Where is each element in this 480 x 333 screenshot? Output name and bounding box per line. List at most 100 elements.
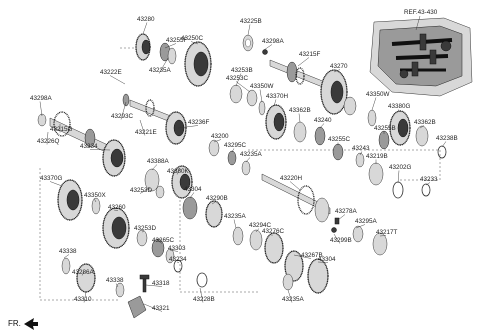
leader-line <box>425 182 431 186</box>
part-number-label[interactable]: 43200 <box>211 133 229 140</box>
part-number-label[interactable]: 43321 <box>152 305 170 312</box>
part-number-label[interactable]: 43334 <box>80 143 98 150</box>
gear-43370H <box>265 104 287 140</box>
part-number-label[interactable]: 43243 <box>352 145 370 152</box>
part-number-label[interactable]: 43286A <box>72 269 95 276</box>
part-number-label[interactable]: 43298A <box>30 95 53 102</box>
part-number-label[interactable]: 43236F <box>188 119 210 126</box>
bearing-43217T <box>372 232 388 256</box>
washer-43350X <box>91 197 101 215</box>
part-number-label[interactable]: 43253C <box>226 75 249 82</box>
part-number-label[interactable]: 43238B <box>436 135 458 142</box>
part-number-label[interactable]: 43221E <box>135 129 157 136</box>
bearing-43200 <box>208 139 220 157</box>
leader-line <box>289 181 301 191</box>
collar-43240 <box>314 126 326 146</box>
part-number-label[interactable]: 43255C <box>328 136 351 143</box>
part-number-label[interactable]: 43294C <box>249 222 272 229</box>
part-number-label[interactable]: 43350W <box>366 91 390 98</box>
part-number-label[interactable]: 43253B <box>231 67 253 74</box>
part-number-label[interactable]: 43290B <box>206 195 228 202</box>
part-number-label[interactable]: 43220H <box>280 175 303 182</box>
part-number-label[interactable]: 43388A <box>147 158 170 165</box>
leader-line <box>164 43 177 49</box>
part-number-label[interactable]: 43318 <box>152 280 170 287</box>
leader-line <box>259 89 263 103</box>
part-number-label[interactable]: 43219B <box>366 153 388 160</box>
part-number-label[interactable]: 43226Q <box>37 138 60 145</box>
bearing-43235A-c <box>282 273 294 291</box>
part-number-label[interactable]: 43250C <box>181 35 204 42</box>
part-number-label[interactable]: 43295C <box>224 142 247 149</box>
part-number-label[interactable]: 43293C <box>111 113 134 120</box>
leader-line <box>319 123 325 129</box>
part-number-label[interactable]: 43215G <box>50 126 73 133</box>
part-number-label[interactable]: 43276C <box>262 228 285 235</box>
leader-line <box>293 254 312 259</box>
ring-43228B <box>196 272 208 288</box>
front-direction-indicator: FR. <box>8 318 38 330</box>
part-number-label[interactable]: 43270 <box>330 63 348 70</box>
part-number-label[interactable]: 43310 <box>74 296 92 303</box>
transmission-reference-inset: REF.43-430 <box>369 9 473 97</box>
leader-line <box>169 249 179 252</box>
part-number-label[interactable]: 43304 <box>318 256 336 263</box>
part-number-label[interactable]: 43362B <box>289 107 311 114</box>
part-number-label[interactable]: 43350W <box>250 83 274 90</box>
part-number-label[interactable]: 43255F <box>166 37 188 44</box>
part-number-label[interactable]: 43299B <box>330 237 352 244</box>
leader-line <box>151 164 158 171</box>
ring-43235A <box>241 160 251 176</box>
part-number-label[interactable]: 43380G <box>388 103 411 110</box>
part-number-label[interactable]: 43278A <box>335 208 358 215</box>
part-number-label[interactable]: 43217T <box>376 229 398 236</box>
part-number-label[interactable]: 43338 <box>59 248 77 255</box>
part-number-label[interactable]: 43260 <box>108 204 126 211</box>
part-number-label[interactable]: 43370G <box>40 175 63 182</box>
part-number-label[interactable]: 43295A <box>355 218 378 225</box>
leader-line <box>317 261 329 263</box>
gear-43380G <box>389 110 411 146</box>
part-number-label[interactable]: 43267B <box>301 252 323 259</box>
part-number-label[interactable]: 43215F <box>299 51 321 58</box>
part-number-label[interactable]: 43253D <box>130 187 153 194</box>
part-number-label[interactable]: 43240 <box>314 117 332 124</box>
clip-43299B <box>331 227 337 233</box>
part-number-label[interactable]: 43303 <box>168 245 186 252</box>
part-number-label[interactable]: 43202G <box>389 164 412 171</box>
nut-43298A <box>262 49 268 55</box>
part-number-label[interactable]: 43338 <box>106 277 124 284</box>
part-number-label[interactable]: 43380K <box>167 168 190 175</box>
part-number-label[interactable]: 43235A <box>224 213 247 220</box>
leader-line <box>213 139 222 143</box>
leader-line <box>273 99 277 107</box>
leader-line <box>143 303 163 312</box>
part-number-label[interactable]: 43228B <box>193 296 215 303</box>
part-number-label[interactable]: 43253D <box>134 225 157 232</box>
part-number-label[interactable]: 43225B <box>240 18 262 25</box>
part-number-label[interactable]: 43298A <box>262 38 285 45</box>
part-number-label[interactable]: 43255B <box>374 125 396 132</box>
part-number-label[interactable]: 43234 <box>169 256 187 263</box>
part-number-label[interactable]: 43233 <box>420 176 438 183</box>
bearing-43253C <box>246 89 258 107</box>
part-number-label[interactable]: 43370H <box>266 93 289 100</box>
part-number-label[interactable]: 43304 <box>184 186 202 193</box>
part-number-label[interactable]: 43362B <box>414 119 436 126</box>
part-number-label[interactable]: 43235A <box>240 151 263 158</box>
leader-line <box>156 239 163 244</box>
leader-line <box>419 125 425 129</box>
leader-line <box>231 148 235 153</box>
part-number-label[interactable]: 43280 <box>137 16 155 23</box>
part-number-label[interactable]: 43235A <box>149 67 172 74</box>
parts <box>37 33 447 319</box>
part-number-label[interactable]: 43222E <box>100 69 122 76</box>
ring-43295A <box>352 225 364 243</box>
part-number-label[interactable]: 43350X <box>84 192 107 199</box>
leader-line <box>397 170 400 184</box>
ring-43253D <box>155 185 165 199</box>
ring-43303 <box>165 248 175 264</box>
part-number-label[interactable]: 43235A <box>282 296 305 303</box>
part-number-label[interactable]: 43265C <box>152 237 175 244</box>
leader-line <box>359 151 363 156</box>
